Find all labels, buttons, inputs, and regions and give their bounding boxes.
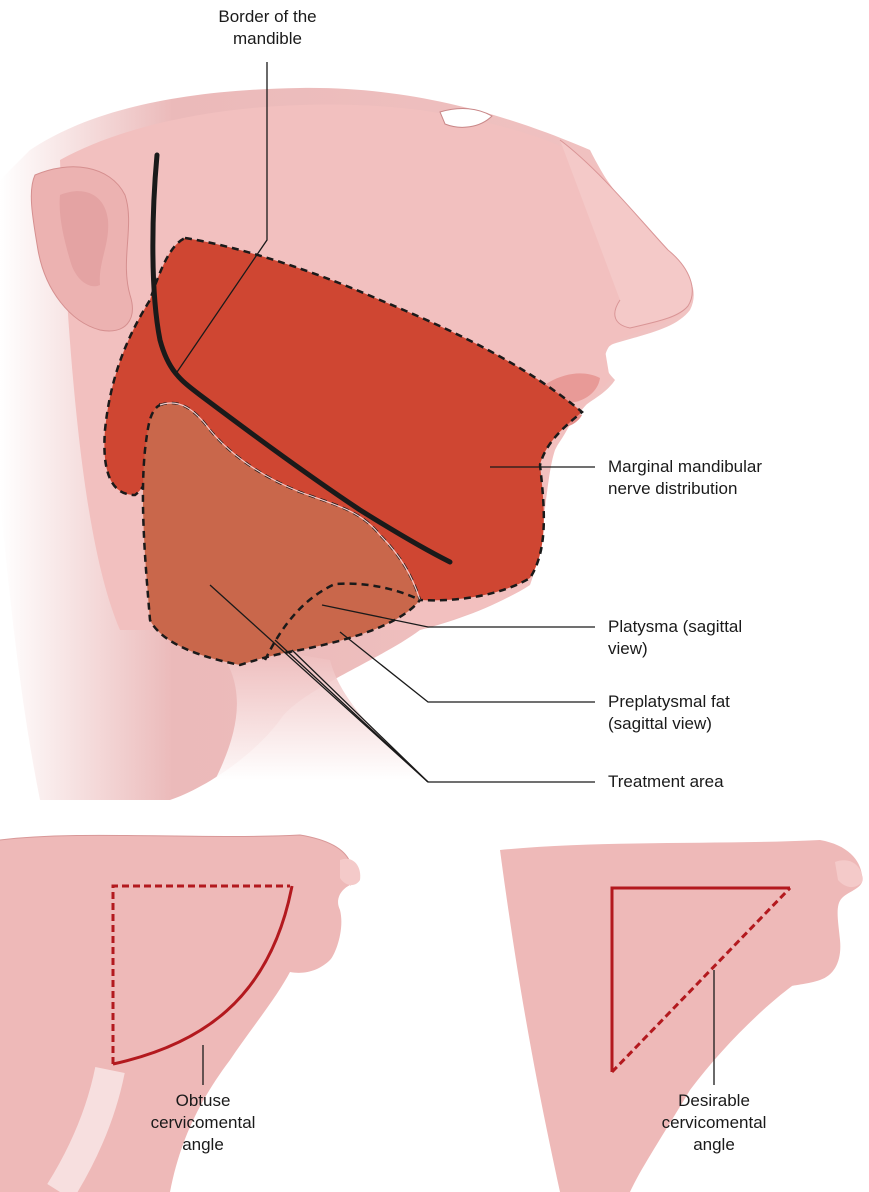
label-obtuse-line2: cervicomental	[138, 1112, 268, 1134]
label-desirable-line2: cervicomental	[649, 1112, 779, 1134]
label-desirable-line3: angle	[649, 1134, 779, 1156]
label-preplatysmal-line1: Preplatysmal fat	[608, 691, 858, 713]
label-marginal-nerve: Marginal mandibular nerve distribution	[608, 456, 858, 500]
label-treatment-line1: Treatment area	[608, 771, 858, 793]
label-border-mandible-line1: Border of the	[190, 6, 345, 28]
label-platysma-line2: view)	[608, 638, 858, 660]
label-preplatysmal: Preplatysmal fat (sagittal view)	[608, 691, 858, 735]
label-treatment: Treatment area	[608, 771, 858, 793]
label-obtuse-line3: angle	[138, 1134, 268, 1156]
label-marginal-nerve-line1: Marginal mandibular	[608, 456, 858, 478]
label-border-mandible-line2: mandible	[190, 28, 345, 50]
label-obtuse: Obtuse cervicomental angle	[138, 1090, 268, 1156]
label-border-mandible: Border of the mandible	[190, 6, 345, 50]
label-platysma: Platysma (sagittal view)	[608, 616, 858, 660]
label-desirable: Desirable cervicomental angle	[649, 1090, 779, 1156]
label-marginal-nerve-line2: nerve distribution	[608, 478, 858, 500]
label-preplatysmal-line2: (sagittal view)	[608, 713, 858, 735]
label-platysma-line1: Platysma (sagittal	[608, 616, 858, 638]
label-desirable-line1: Desirable	[649, 1090, 779, 1112]
label-obtuse-line1: Obtuse	[138, 1090, 268, 1112]
